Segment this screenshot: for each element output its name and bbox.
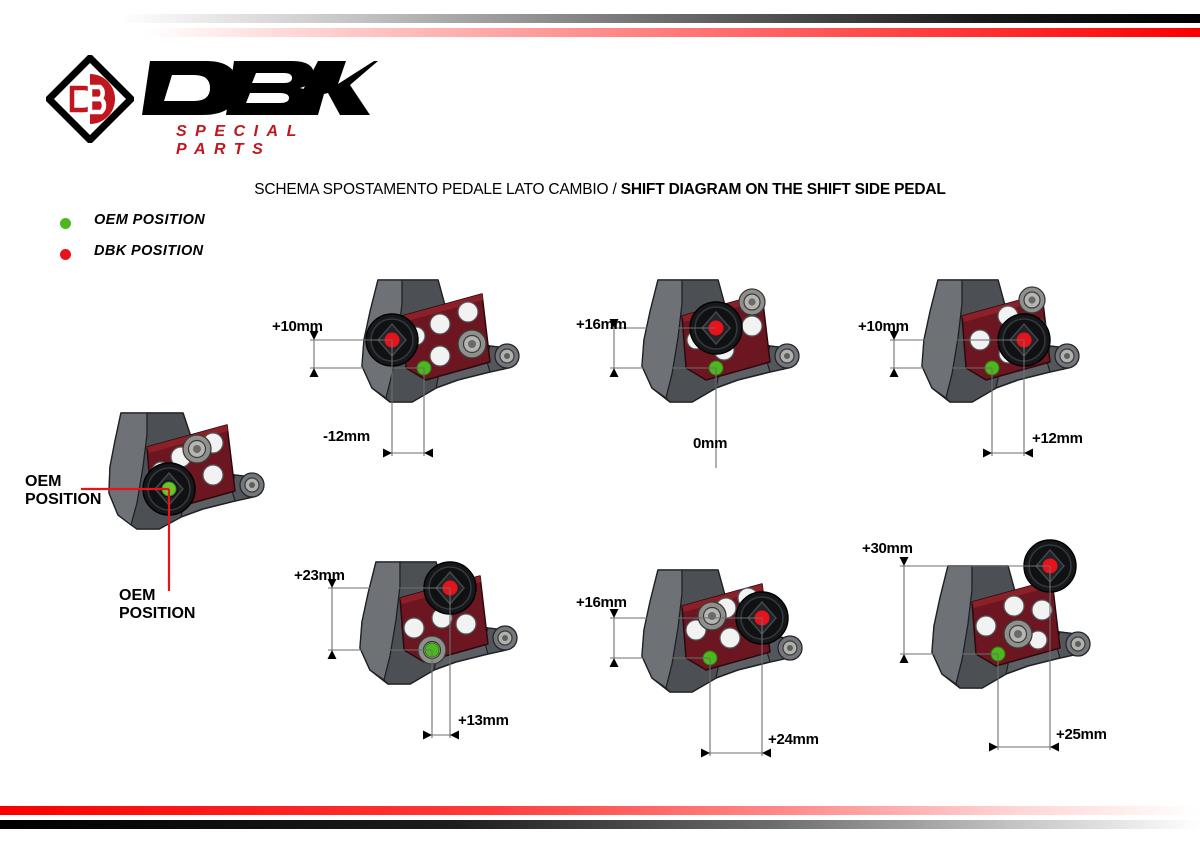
pedal-illustration [81, 412, 265, 591]
dim-arrow-right-icon [424, 448, 433, 458]
pedal-eyelet [777, 635, 803, 661]
plate-bolt [1003, 619, 1033, 649]
vertical-dimension [890, 339, 1024, 369]
variant-5-vertical-label: +16mm [576, 594, 627, 611]
plate-bolt [738, 288, 766, 316]
vertical-dimension [310, 339, 424, 369]
dim-arrow-left-icon [701, 748, 710, 758]
dim-arrow-top-icon [609, 319, 619, 328]
oem-label-bottom-line2: POSITION [119, 605, 196, 623]
variant-4-illustration [327, 561, 518, 740]
horizontal-dimension [431, 588, 451, 738]
dim-arrow-top-icon [327, 579, 337, 588]
brand-tagline: SPECIAL PARTS [176, 123, 305, 158]
header-stripe-black [0, 14, 1200, 23]
pedal-eyelet [492, 625, 518, 651]
dim-arrow-left-icon [423, 730, 432, 740]
horizontal-dimension [997, 566, 1051, 750]
dim-arrow-bottom-icon [609, 658, 619, 667]
header-stripe-red [0, 28, 1200, 37]
oem-label-bottom: OEM POSITION [119, 587, 195, 624]
dim-arrow-bottom-icon [889, 368, 899, 377]
dim-arrow-top-icon [899, 557, 909, 566]
legend-item-oem-label: OEM POSITION [94, 212, 206, 228]
red-dot-icon [60, 249, 71, 260]
dim-arrow-top-icon [609, 609, 619, 618]
variant-3-horizontal-label: +12mm [1032, 430, 1083, 447]
reference-pedal: OEM POSITION OEM POSITION [25, 405, 300, 622]
dim-arrow-left-icon [983, 448, 992, 458]
dim-arrow-bottom-icon [609, 368, 619, 377]
variant-2-illustration [609, 279, 800, 468]
dim-arrow-right-icon [1024, 448, 1033, 458]
horizontal-dimension [991, 340, 1025, 456]
variant-2-horizontal-label: 0mm [693, 435, 728, 452]
dim-arrow-left-icon [989, 742, 998, 752]
footer-stripe-black [0, 820, 1200, 829]
pedal-eyelet [494, 343, 520, 369]
dim-arrow-left-icon [383, 448, 392, 458]
dim-arrow-bottom-icon [899, 654, 909, 663]
plate-bolt [697, 601, 727, 631]
dim-arrow-top-icon [309, 331, 319, 340]
dbk-wordmark [142, 61, 378, 115]
pedal-eyelet [239, 472, 265, 498]
plate-bolt [1018, 286, 1046, 314]
variant-6-illustration [899, 539, 1091, 752]
dim-arrow-right-icon [1050, 742, 1059, 752]
dbk-diamond-mark-icon [46, 55, 134, 143]
green-dot-icon [60, 218, 71, 229]
dim-arrow-right-icon [762, 748, 771, 758]
horizontal-dimension [709, 618, 763, 756]
variant-3-vertical-label: +10mm [858, 318, 909, 335]
variant-4: +23mm +13mm [294, 560, 608, 770]
plate-holes [975, 595, 1053, 650]
variant-6: +30mm +25mm [862, 539, 1180, 778]
variant-5-illustration [609, 569, 803, 758]
page-title-italian: SCHEMA SPOSTAMENTO PEDALE LATO CAMBIO / [254, 181, 621, 198]
variant-3-illustration [889, 279, 1080, 458]
variant-4-horizontal-label: +13mm [458, 712, 509, 729]
variant-3: +10mm +12mm [858, 278, 1170, 483]
variant-2-vertical-label: +16mm [576, 316, 627, 333]
vertical-dimension [610, 327, 716, 369]
plate-bolt [182, 434, 212, 464]
variant-2: +16mm 0mm [576, 278, 890, 478]
dim-arrow-top-icon [889, 331, 899, 340]
variant-1-illustration [309, 279, 520, 458]
pedal-eyelet [774, 343, 800, 369]
oem-label-left-line2: POSITION [25, 491, 102, 509]
horizontal-dimension [391, 340, 425, 456]
oem-label-left: OEM POSITION [25, 473, 101, 510]
variant-4-vertical-label: +23mm [294, 567, 345, 584]
page-title: SCHEMA SPOSTAMENTO PEDALE LATO CAMBIO / … [0, 181, 1200, 199]
variant-1: +10mm -12mm [272, 278, 590, 493]
dim-arrow-bottom-icon [327, 650, 337, 659]
footer-stripe-red [0, 806, 1200, 815]
vertical-dimension [610, 617, 762, 659]
page-title-english: SHIFT DIAGRAM ON THE SHIFT SIDE PEDAL [620, 181, 946, 198]
variant-6-horizontal-label: +25mm [1056, 726, 1107, 743]
dim-arrow-right-icon [450, 730, 459, 740]
variant-5: +16mm +24mm [576, 568, 890, 778]
pedal-eyelet [1065, 631, 1091, 657]
variant-5-horizontal-label: +24mm [768, 731, 819, 748]
variant-1-horizontal-label: -12mm [323, 428, 370, 445]
pedal-eyelet [1054, 343, 1080, 369]
dim-arrow-bottom-icon [309, 368, 319, 377]
oem-label-bottom-line1: OEM [119, 587, 156, 604]
brand-logo: SPECIAL PARTS [46, 55, 378, 158]
oem-label-left-line1: OEM [25, 473, 62, 490]
vertical-dimension [900, 565, 1050, 655]
legend-item-dbk-label: DBK POSITION [94, 243, 204, 259]
plate-bolt [457, 329, 487, 359]
vertical-dimension [328, 587, 450, 651]
variant-1-vertical-label: +10mm [272, 318, 323, 335]
variant-6-vertical-label: +30mm [862, 540, 913, 557]
